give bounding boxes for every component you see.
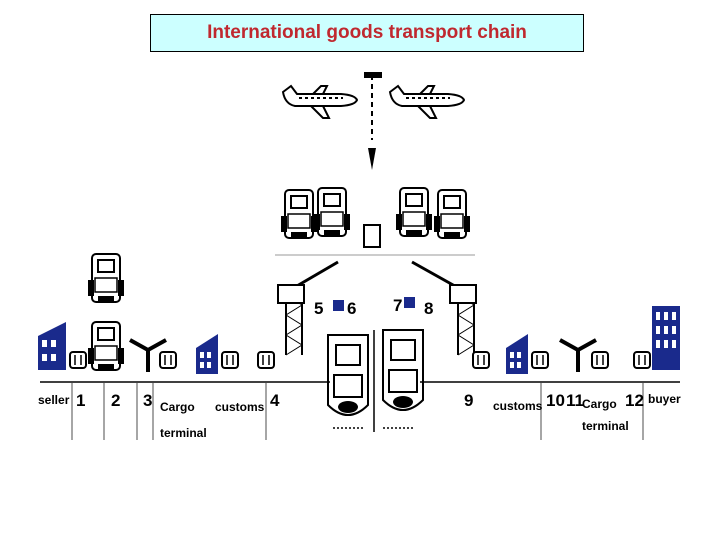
stage-12: 12: [625, 391, 644, 410]
container-icon: [531, 351, 549, 369]
cargo-label-right: Cargo: [582, 397, 617, 411]
cargo-label-left: Cargo: [160, 400, 195, 414]
container-marker: [404, 297, 415, 308]
container-icon: [591, 351, 609, 369]
stage-10: 10: [546, 391, 565, 410]
truck-icon: [87, 253, 125, 303]
stage-11: 11: [566, 391, 584, 410]
ship-icon: [327, 334, 369, 416]
stage-8: 8: [424, 299, 433, 318]
stage-3: 3: [143, 391, 152, 410]
air-route-arrow: [368, 148, 376, 170]
container-icon: [472, 351, 490, 369]
truck-icon: [395, 187, 433, 237]
truck-icon: [87, 321, 125, 371]
stage-4: 4: [270, 391, 280, 410]
building-icon: [652, 306, 680, 370]
ship-icon: [382, 329, 424, 411]
warehouse-icon: [196, 334, 218, 374]
truck-icon: [280, 189, 318, 239]
stage-7: 7: [393, 296, 402, 315]
cargo-pallet-icon: [363, 224, 381, 248]
stage-5: 5: [314, 299, 323, 318]
container-icon: [257, 351, 275, 369]
crane-icon: [277, 260, 339, 356]
title-box: International goods transport chain: [150, 14, 584, 52]
diagram-title: International goods transport chain: [207, 22, 527, 43]
airplane-icon: [282, 85, 358, 119]
truck-icon: [433, 189, 471, 239]
airplane-icon: [389, 85, 465, 119]
stage-6: 6: [347, 299, 356, 318]
stage-9: 9: [464, 391, 473, 410]
container-icon: [633, 351, 651, 369]
terminal-label-left: terminal: [160, 426, 207, 440]
buyer-label: buyer: [648, 392, 681, 406]
container-icon: [159, 351, 177, 369]
building-icon: [38, 322, 66, 370]
warehouse-icon: [506, 334, 528, 374]
crane-icon: [411, 260, 477, 356]
stage-1: 1: [76, 391, 85, 410]
truck-icon: [313, 187, 351, 237]
terminal-label-right: terminal: [582, 419, 629, 433]
seller-label: seller: [38, 393, 70, 407]
customs-label-right: customs: [493, 399, 543, 413]
container-icon: [69, 351, 87, 369]
customs-label-left: customs: [215, 400, 265, 414]
container-icon: [221, 351, 239, 369]
container-marker: [333, 300, 344, 311]
stage-2: 2: [111, 391, 120, 410]
cargo-shelter-icon: [558, 338, 598, 374]
air-route-marker: [364, 72, 382, 78]
